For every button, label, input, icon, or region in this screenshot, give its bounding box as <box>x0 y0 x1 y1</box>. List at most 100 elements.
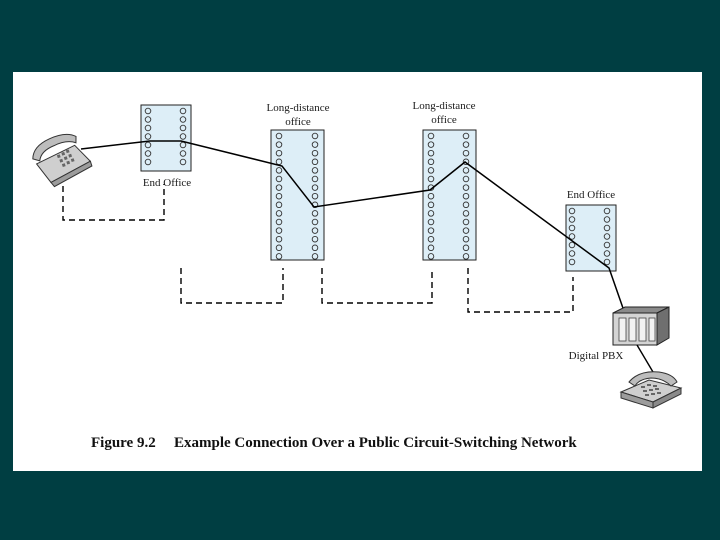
switch-port <box>311 141 319 148</box>
switch-port <box>603 250 611 257</box>
telephone-left-icon <box>32 133 93 188</box>
switch-port <box>568 258 576 266</box>
switch-port <box>179 124 187 132</box>
switch-port <box>144 158 152 166</box>
long-distance-office-1-label-line1: Long-distance <box>267 102 330 114</box>
pbx-phone-line <box>636 344 654 373</box>
switch-port <box>427 192 435 200</box>
switch-port <box>179 133 187 140</box>
switch-port <box>427 141 435 148</box>
figure-number: Figure 9.2 <box>91 435 156 451</box>
signaling-paths <box>62 184 574 313</box>
switch-port <box>427 167 435 174</box>
switch-port <box>427 227 435 234</box>
digital-pbx-label: Digital PBX <box>569 350 624 362</box>
switch-port <box>462 235 470 243</box>
switch-port <box>603 258 611 266</box>
switch-port <box>144 107 152 115</box>
connection-path <box>80 140 625 312</box>
switch-port <box>275 192 283 200</box>
switch-port <box>568 250 576 257</box>
switch-port <box>144 124 152 132</box>
switch-port <box>311 132 319 140</box>
switch-port <box>275 227 283 234</box>
switch-port <box>603 233 611 240</box>
end-office-right-switch <box>565 204 617 272</box>
long-distance-office-2-label-line2: office <box>431 114 457 126</box>
long-distance-office-2-label-line1: Long-distance <box>413 100 476 112</box>
switch-port <box>462 201 470 209</box>
switch-port <box>275 167 283 174</box>
long-distance-office-2-switch <box>422 129 477 261</box>
switch-port <box>462 244 470 252</box>
switch-port <box>462 253 470 260</box>
switch-port <box>311 184 319 191</box>
switch-port <box>603 216 611 223</box>
switch-port <box>275 244 283 252</box>
switch-port <box>427 132 435 140</box>
end-office-left-label: End Office <box>143 177 191 189</box>
switch-port <box>427 149 435 157</box>
switch-port <box>462 132 470 140</box>
switch-port <box>311 167 319 174</box>
switch-port <box>311 244 319 252</box>
switch-port <box>568 216 576 223</box>
switch-port <box>568 241 576 249</box>
switch-port <box>179 158 187 166</box>
switch-port <box>275 218 283 226</box>
switch-port <box>427 175 435 183</box>
switch-port <box>275 201 283 209</box>
switch-port <box>311 253 319 260</box>
switch-port <box>568 224 576 232</box>
switch-port <box>427 210 435 217</box>
long-distance-office-1-switch <box>270 129 325 261</box>
switch-port <box>311 192 319 200</box>
switch-port <box>427 244 435 252</box>
switch-port <box>311 227 319 234</box>
switch-port <box>462 192 470 200</box>
switch-port <box>311 149 319 157</box>
circuit-switching-diagram: End Office Long-distance office Long-dis… <box>32 100 683 451</box>
switch-port <box>275 132 283 140</box>
switch-port <box>603 207 611 215</box>
switch-port <box>179 107 187 115</box>
switch-port <box>462 175 470 183</box>
switch-port <box>462 141 470 148</box>
switch-port <box>603 224 611 232</box>
switch-port <box>311 158 319 166</box>
switch-port <box>603 241 611 249</box>
switch-port <box>462 210 470 217</box>
switch-port <box>275 253 283 260</box>
switch-port <box>144 116 152 123</box>
switch-port <box>144 141 152 149</box>
switch-port <box>462 149 470 157</box>
figure-title: Example Connection Over a Public Circuit… <box>174 435 577 451</box>
switch-port <box>275 184 283 191</box>
switch-port <box>311 175 319 183</box>
switch-port <box>427 218 435 226</box>
switch-port <box>311 218 319 226</box>
switch-port <box>275 141 283 148</box>
switch-port <box>179 116 187 123</box>
long-distance-office-1-label-line2: office <box>285 116 311 128</box>
switch-port <box>144 133 152 140</box>
switch-port <box>179 150 187 157</box>
end-office-right-label: End Office <box>567 189 615 201</box>
switch-port <box>427 235 435 243</box>
switch-port <box>275 175 283 183</box>
switch-port <box>275 235 283 243</box>
switch-port <box>462 158 470 166</box>
switch-port <box>311 235 319 243</box>
switch-port <box>568 207 576 215</box>
switch-port <box>427 201 435 209</box>
switch-port <box>568 233 576 240</box>
switch-port <box>427 253 435 260</box>
figure-panel: End Office Long-distance office Long-dis… <box>13 72 702 471</box>
telephone-right-icon <box>619 371 683 409</box>
switch-port <box>144 150 152 157</box>
switch-port <box>275 149 283 157</box>
switch-port <box>462 167 470 174</box>
switch-port <box>462 218 470 226</box>
digital-pbx-icon <box>612 306 670 346</box>
switch-port <box>275 210 283 217</box>
